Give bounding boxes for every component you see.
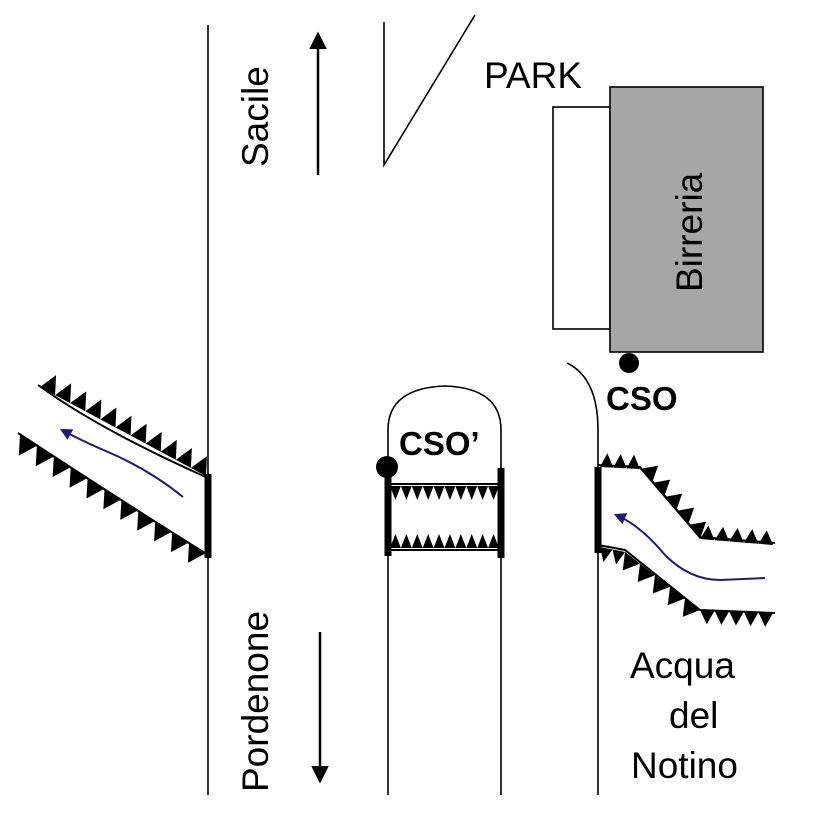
grate-tooth xyxy=(714,526,730,542)
grate-tooth xyxy=(688,521,707,539)
grate-tooth xyxy=(400,534,412,548)
grate-tooth xyxy=(729,611,744,626)
grate-tooth xyxy=(160,439,177,460)
grate-tooth xyxy=(18,435,37,456)
flow-arrow-icon xyxy=(59,428,184,498)
left-outfall-channel xyxy=(17,375,209,563)
grate-tooth xyxy=(433,534,445,548)
grate-tooth xyxy=(652,479,671,497)
grate-tooth xyxy=(190,456,207,476)
grate-tooth xyxy=(626,454,640,469)
grate-tooth xyxy=(40,375,57,396)
grate-tooth xyxy=(682,598,700,617)
grate-tooth xyxy=(120,499,139,520)
grate-tooth xyxy=(640,465,659,483)
grate-tooth xyxy=(466,486,478,500)
grate-tooth xyxy=(477,486,489,500)
grate-tooth xyxy=(676,507,695,525)
label-park: PARK xyxy=(484,55,582,96)
grate-tooth xyxy=(137,510,156,531)
grate-tooth xyxy=(115,415,132,436)
grate-tooth xyxy=(35,445,54,467)
middle-channel-outline xyxy=(387,385,502,795)
grate-tooth xyxy=(422,534,434,548)
grate-tooth xyxy=(600,547,613,562)
grate-tooth xyxy=(70,391,87,412)
grate-tooth xyxy=(175,447,192,468)
label-cso: CSO xyxy=(606,380,678,417)
grate-tooth xyxy=(69,467,88,488)
grate-tooth xyxy=(743,529,759,544)
grate-tooth xyxy=(652,575,670,594)
grate-tooth xyxy=(714,610,730,625)
grate-tooth xyxy=(455,486,467,500)
grate-tooth xyxy=(170,531,190,553)
grate-tooth xyxy=(758,530,773,545)
grate-tooth xyxy=(422,486,434,500)
grate-tooth xyxy=(613,454,627,469)
grate-tooth xyxy=(154,520,173,542)
grate-tooth xyxy=(466,534,478,548)
grate-tooth xyxy=(488,486,499,500)
grate-tooth xyxy=(600,453,614,468)
label-cso-prime: CSO’ xyxy=(399,425,480,462)
grate-tooth xyxy=(700,525,715,541)
label-sacile: Sacile xyxy=(235,66,276,167)
grate-tooth xyxy=(444,534,456,548)
grate-tooth xyxy=(667,586,685,606)
grate-tooth xyxy=(145,431,162,452)
grate-tooth xyxy=(612,549,625,565)
label-acqua: Acqua xyxy=(630,645,735,686)
grate-tooth xyxy=(743,611,759,627)
grate-tooth xyxy=(100,407,117,428)
grate-tooth xyxy=(55,383,72,404)
middle-grate-teeth xyxy=(390,486,499,548)
right-channel-line xyxy=(566,362,599,795)
grate-tooth xyxy=(637,563,655,583)
grate-tooth xyxy=(488,534,499,548)
grate-tooth xyxy=(85,399,102,420)
grate-tooth xyxy=(390,486,401,500)
side-road-wedge xyxy=(383,14,476,168)
grate-tooth xyxy=(52,456,71,478)
parking-area xyxy=(552,106,611,330)
birreria-building xyxy=(609,86,764,353)
grate-tooth xyxy=(455,534,467,548)
grate-tooth xyxy=(700,610,715,625)
grate-tooth xyxy=(433,486,445,500)
grate-tooth xyxy=(130,423,147,444)
grate-tooth xyxy=(390,534,401,548)
grate-tooth xyxy=(400,486,412,500)
grate-tooth xyxy=(187,542,206,563)
grate-tooth xyxy=(86,477,105,499)
label-notino: Notino xyxy=(631,745,738,786)
label-del: del xyxy=(669,695,718,736)
grate-tooth xyxy=(664,493,683,511)
right-outfall-channel xyxy=(597,453,776,627)
grate-tooth xyxy=(729,528,744,543)
grate-tooth xyxy=(411,486,423,500)
label-birreria: Birreria xyxy=(669,172,710,292)
grate-tooth xyxy=(411,534,423,548)
grate-tooth xyxy=(444,486,456,500)
grate-tooth xyxy=(103,488,122,510)
grate-tooth xyxy=(622,552,640,571)
grate-tooth xyxy=(758,612,773,627)
cso-point xyxy=(619,353,639,373)
flow-arrow-icon xyxy=(613,513,766,582)
grate-tooth xyxy=(477,534,489,548)
label-pordenone: Pordenone xyxy=(235,611,276,792)
